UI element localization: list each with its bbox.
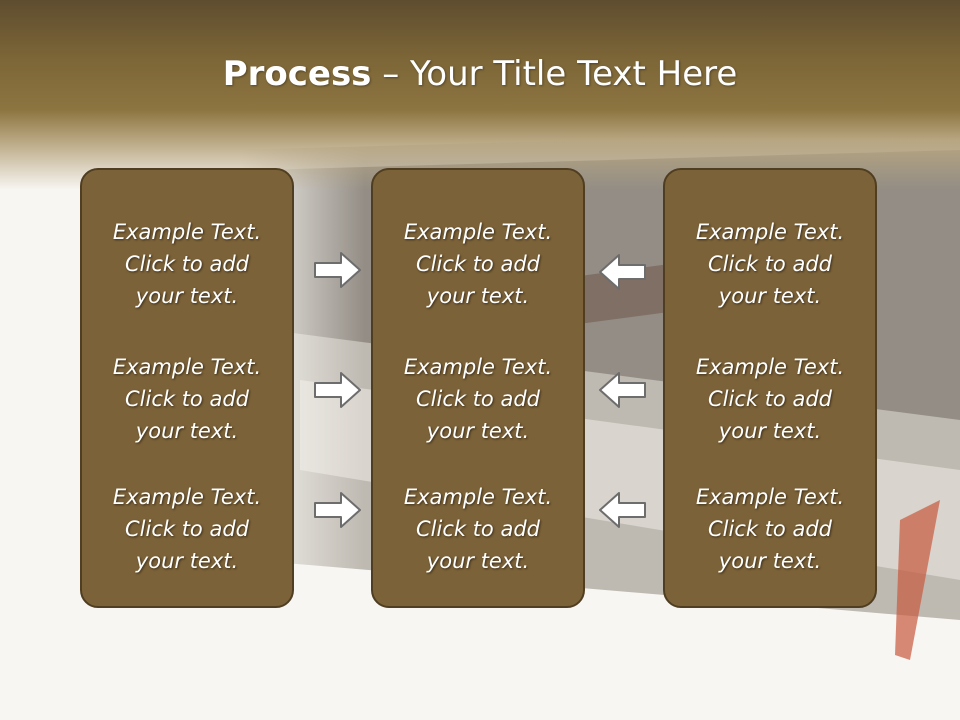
text-line: Click to add xyxy=(124,517,249,541)
text-line: your text. xyxy=(426,284,530,308)
text-line: Click to add xyxy=(415,517,540,541)
process-box-center[interactable]: Example Text. Click to add your text. Ex… xyxy=(371,168,585,608)
text-block[interactable]: Example Text. Click to add your text. xyxy=(373,481,583,577)
text-block[interactable]: Example Text. Click to add your text. xyxy=(82,481,292,577)
text-block[interactable]: Example Text. Click to add your text. xyxy=(373,351,583,447)
text-line: Example Text. xyxy=(695,220,845,244)
process-box-left[interactable]: Example Text. Click to add your text. Ex… xyxy=(80,168,294,608)
text-line: your text. xyxy=(718,419,822,443)
text-line: Click to add xyxy=(415,252,540,276)
right-arrow-icon xyxy=(314,252,361,288)
text-line: Example Text. xyxy=(403,220,553,244)
text-block[interactable]: Example Text. Click to add your text. xyxy=(82,216,292,312)
text-line: your text. xyxy=(135,549,239,573)
slide-title[interactable]: Process – Your Title Text Here xyxy=(0,52,960,96)
text-line: Example Text. xyxy=(403,485,553,509)
text-line: Example Text. xyxy=(403,355,553,379)
title-bold: Process xyxy=(222,54,372,94)
text-line: your text. xyxy=(135,284,239,308)
right-arrow-icon xyxy=(314,492,361,528)
text-line: Example Text. xyxy=(695,355,845,379)
title-rest: – Your Title Text Here xyxy=(371,54,738,94)
text-block[interactable]: Example Text. Click to add your text. xyxy=(665,481,875,577)
text-block[interactable]: Example Text. Click to add your text. xyxy=(373,216,583,312)
text-line: your text. xyxy=(426,419,530,443)
text-line: Click to add xyxy=(415,387,540,411)
text-block[interactable]: Example Text. Click to add your text. xyxy=(665,216,875,312)
process-box-right[interactable]: Example Text. Click to add your text. Ex… xyxy=(663,168,877,608)
left-arrow-icon xyxy=(599,372,646,408)
left-arrow-icon xyxy=(599,492,646,528)
text-line: Click to add xyxy=(124,387,249,411)
text-line: Click to add xyxy=(124,252,249,276)
text-line: Click to add xyxy=(707,252,832,276)
left-arrow-icon xyxy=(599,254,646,290)
text-line: your text. xyxy=(718,549,822,573)
text-line: Click to add xyxy=(707,387,832,411)
header-band xyxy=(0,0,960,190)
text-line: Example Text. xyxy=(112,485,262,509)
text-line: Click to add xyxy=(707,517,832,541)
text-line: your text. xyxy=(426,549,530,573)
text-line: your text. xyxy=(135,419,239,443)
right-arrow-icon xyxy=(314,372,361,408)
text-block[interactable]: Example Text. Click to add your text. xyxy=(665,351,875,447)
text-line: your text. xyxy=(718,284,822,308)
text-block[interactable]: Example Text. Click to add your text. xyxy=(82,351,292,447)
text-line: Example Text. xyxy=(112,220,262,244)
text-line: Example Text. xyxy=(112,355,262,379)
text-line: Example Text. xyxy=(695,485,845,509)
